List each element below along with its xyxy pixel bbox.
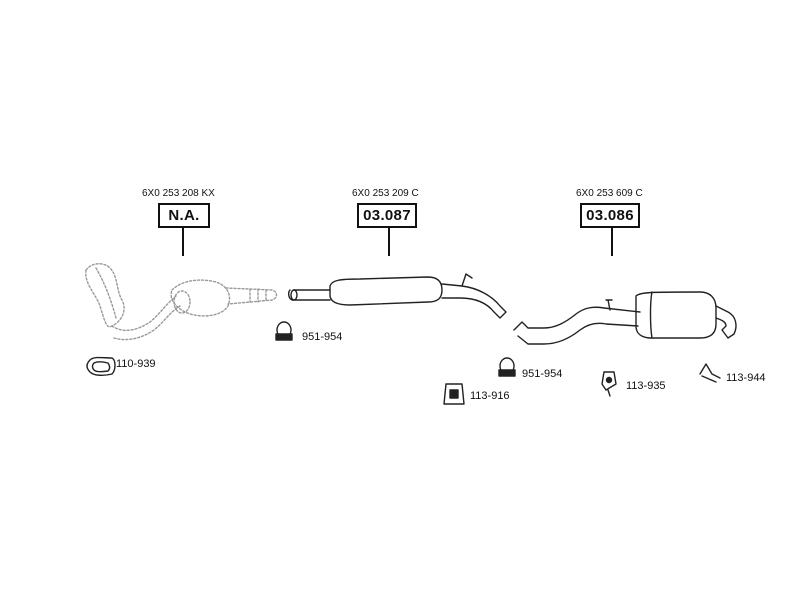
leader-line bbox=[182, 228, 184, 256]
part-number-box[interactable]: 03.086 bbox=[580, 203, 640, 228]
oem-number-label: 6X0 253 609 C bbox=[576, 188, 643, 199]
rubber-hanger-icon bbox=[601, 371, 617, 397]
part-number-box[interactable]: N.A. bbox=[158, 203, 210, 228]
rubber-mount-icon bbox=[443, 383, 465, 405]
mount-bracket-icon bbox=[699, 363, 721, 383]
catalytic-converter-part bbox=[85, 263, 278, 341]
part-number-box[interactable]: 03.087 bbox=[357, 203, 417, 228]
fitting-label[interactable]: 113-944 bbox=[726, 372, 766, 384]
leader-line bbox=[611, 228, 613, 256]
middle-silencer-part bbox=[287, 273, 507, 319]
clamp-icon bbox=[275, 321, 293, 341]
leader-line bbox=[388, 228, 390, 256]
gasket-icon bbox=[86, 356, 116, 377]
oem-number-label: 6X0 253 209 C bbox=[352, 188, 419, 199]
rear-silencer-part bbox=[513, 291, 737, 345]
fitting-label[interactable]: 951-954 bbox=[522, 368, 563, 380]
fitting-label[interactable]: 110-939 bbox=[116, 358, 156, 370]
oem-number-label: 6X0 253 208 KX bbox=[142, 188, 215, 199]
fitting-label[interactable]: 113-916 bbox=[470, 390, 510, 402]
clamp-icon bbox=[498, 357, 516, 377]
fitting-label[interactable]: 113-935 bbox=[626, 380, 666, 392]
fitting-label[interactable]: 951-954 bbox=[302, 331, 343, 343]
